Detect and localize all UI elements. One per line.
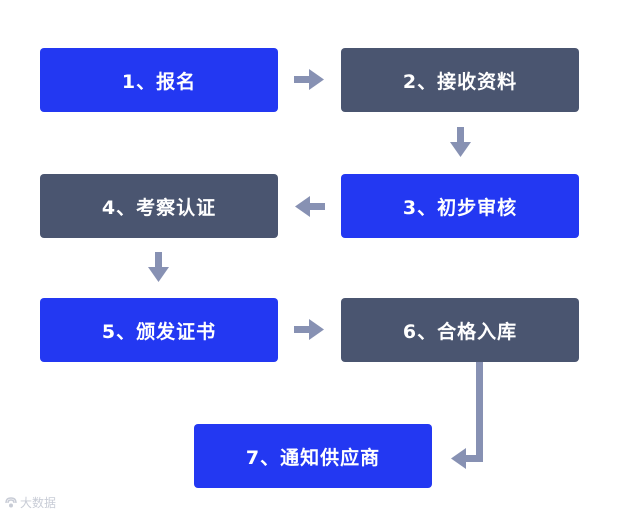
step-5-issue-certificate: 5、颁发证书: [40, 298, 278, 362]
step-7-notify-supplier: 7、通知供应商: [194, 424, 432, 488]
step-2-receive-documents: 2、接收资料: [341, 48, 579, 112]
step-6-qualified-storage: 6、合格入库: [341, 298, 579, 362]
arrow-2-to-3: [450, 127, 471, 157]
step-3-preliminary-review: 3、初步审核: [341, 174, 579, 238]
watermark-text: 大数据: [20, 496, 57, 510]
step-1-register: 1、报名: [40, 48, 278, 112]
step-4-inspection-certification: 4、考察认证: [40, 174, 278, 238]
watermark: 大数据: [4, 494, 56, 511]
arrow-5-to-6: [294, 319, 324, 340]
arrow-4-to-5: [148, 252, 169, 282]
watermark-logo-icon: [5, 496, 17, 507]
arrow-1-to-2: [294, 69, 324, 90]
arrow-3-to-4: [295, 196, 325, 217]
arrow-6-to-7: [451, 362, 483, 469]
